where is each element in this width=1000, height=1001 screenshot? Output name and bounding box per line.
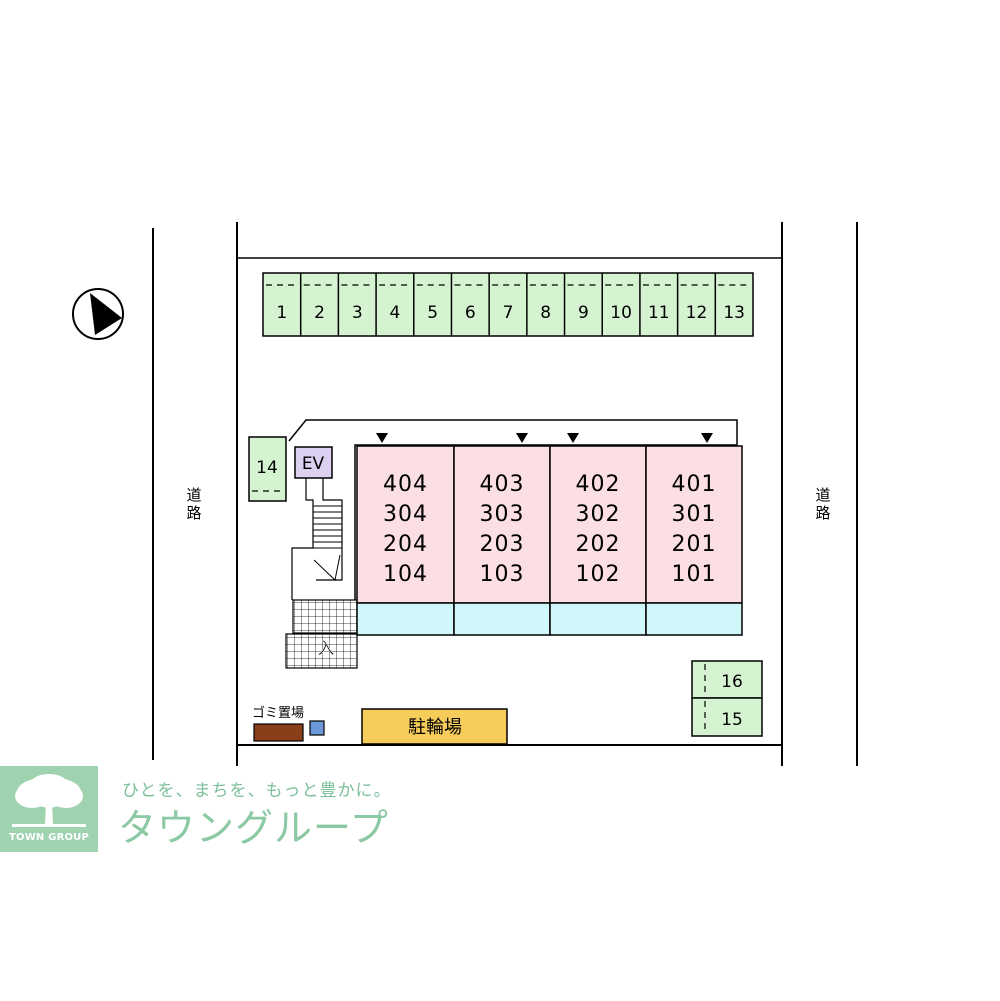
balcony xyxy=(549,602,647,636)
utility-box xyxy=(309,720,325,736)
parking-label-7: 7 xyxy=(503,303,514,323)
parking-block-right: 16 15 xyxy=(691,660,763,737)
unit-number: 101 xyxy=(672,562,717,587)
apartment-units: 404 304 204 104 403 303 203 103 402 302 202 102 401 3… xyxy=(356,445,743,636)
road-label-right-2: 路 xyxy=(815,504,830,522)
bicycle-parking-label: 駐輪場 xyxy=(408,717,462,738)
door-marker-icon xyxy=(376,433,388,443)
unit-number: 403 xyxy=(480,472,525,497)
parking-space-14: 14 xyxy=(248,436,287,502)
entrance-grid-lower xyxy=(285,633,358,669)
parking-label-3: 3 xyxy=(352,303,363,323)
town-group-logo: TOWN GROUP xyxy=(0,766,98,852)
unit-block xyxy=(453,445,551,604)
parking-label-6: 6 xyxy=(465,303,476,323)
parking-label-4: 4 xyxy=(390,303,401,323)
unit-number: 202 xyxy=(576,532,621,557)
unit-block xyxy=(356,445,455,604)
unit-block xyxy=(549,445,647,604)
balcony xyxy=(356,602,455,636)
garbage-area xyxy=(253,723,304,742)
parking-label-2: 2 xyxy=(314,303,325,323)
unit-number: 204 xyxy=(383,532,428,557)
unit-number: 102 xyxy=(576,562,621,587)
unit-number: 203 xyxy=(480,532,525,557)
unit-number: 304 xyxy=(383,502,428,527)
parking-label-5: 5 xyxy=(427,303,438,323)
elevator-label: EV xyxy=(302,454,325,474)
parking-label-12: 12 xyxy=(686,303,708,323)
parking-label-16: 16 xyxy=(721,672,743,692)
unit-block xyxy=(645,445,743,604)
staircase xyxy=(291,478,343,600)
parking-label-1: 1 xyxy=(276,303,287,323)
parking-label-15: 15 xyxy=(721,710,743,730)
entrance-grid-upper xyxy=(292,599,358,634)
tree-icon xyxy=(12,774,86,827)
corridor-outline xyxy=(288,419,738,600)
logo-text-en: TOWN GROUP xyxy=(8,832,90,843)
road-label-left-1: 道 xyxy=(186,486,201,504)
parking-label-10: 10 xyxy=(610,303,632,323)
unit-number: 303 xyxy=(480,502,525,527)
north-arrow-icon xyxy=(72,288,124,340)
unit-number: 301 xyxy=(672,502,717,527)
parking-row-top xyxy=(262,272,754,337)
parking-label-11: 11 xyxy=(648,303,670,323)
parking-label-13: 13 xyxy=(723,303,745,323)
balcony xyxy=(645,602,743,636)
tagline: ひとを、まちを、もっと豊かに。 xyxy=(122,781,392,801)
garbage-label: ゴミ置場 xyxy=(252,705,304,721)
parking-label-14: 14 xyxy=(256,458,278,478)
elevator: EV xyxy=(294,446,333,479)
unit-number: 404 xyxy=(383,472,428,497)
balcony xyxy=(453,602,551,636)
unit-number: 103 xyxy=(480,562,525,587)
road-label-right-1: 道 xyxy=(815,486,830,504)
brand-name: タウングループ xyxy=(118,806,389,850)
unit-number: 402 xyxy=(576,472,621,497)
road-label-left-2: 路 xyxy=(186,504,201,522)
unit-number: 104 xyxy=(383,562,428,587)
unit-number: 302 xyxy=(576,502,621,527)
door-marker-icon xyxy=(516,433,528,443)
door-marker-icon xyxy=(701,433,713,443)
entrance-markers xyxy=(376,433,713,443)
parking-label-8: 8 xyxy=(540,303,551,323)
unit-number: 401 xyxy=(672,472,717,497)
door-marker-icon xyxy=(567,433,579,443)
entrance-label: 入 xyxy=(318,639,335,659)
unit-number: 201 xyxy=(672,532,717,557)
bicycle-parking xyxy=(361,708,508,745)
parking-label-9: 9 xyxy=(578,303,589,323)
